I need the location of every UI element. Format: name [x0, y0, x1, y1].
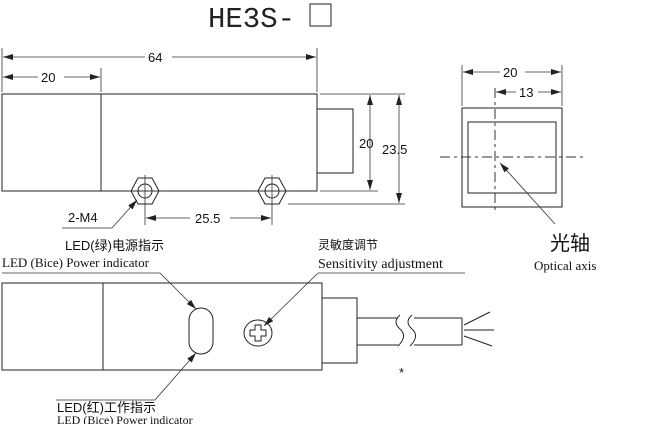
model-title: HE3S-	[208, 3, 295, 36]
work-led-label-cn: LED(红)工作指示	[57, 400, 156, 415]
sensitivity-label-en: Sensitivity adjustment	[318, 257, 443, 272]
front-view: 20 13 光轴 Optical axis	[440, 65, 596, 273]
sensor-body-side	[1, 93, 318, 192]
dim-length: 64	[148, 50, 162, 65]
sensor-body-top	[1, 282, 323, 371]
power-led-label-en: LED (Bice) Power indicator	[2, 255, 150, 270]
mount-nut-2	[255, 175, 289, 225]
model-suffix-box	[309, 3, 332, 27]
hole-label: 2-M4	[68, 210, 98, 225]
cable-gland-side	[316, 108, 354, 174]
dim-hole-spacing: 25.5	[195, 211, 220, 226]
led-indicator	[188, 307, 214, 355]
work-led-label-en: LED (Bice) Power indicator	[57, 413, 193, 424]
dim-axis-offset: 13	[519, 85, 533, 100]
cable-gland-top	[321, 297, 358, 364]
sensitivity-label-cn: 灵敏度调节	[318, 237, 378, 252]
dim-body-height: 20	[359, 136, 373, 151]
mount-nut-1	[128, 175, 162, 225]
dim-front-width: 20	[503, 65, 517, 80]
dim-head: 20	[41, 70, 55, 85]
sensitivity-screw-icon	[243, 319, 273, 347]
power-led-label-cn: LED(绿)电源指示	[65, 238, 164, 253]
dim-total-height: 23.5	[382, 142, 407, 157]
cable-note: *	[399, 365, 404, 380]
side-view: 64 20 20 23.5 25.5 2-M4	[1, 48, 407, 229]
axis-label-en: Optical axis	[534, 258, 596, 273]
cable	[357, 311, 494, 347]
axis-label-cn: 光轴	[550, 232, 590, 255]
top-view: LED(绿)电源指示 LED (Bice) Power indicator 灵敏…	[1, 237, 494, 424]
